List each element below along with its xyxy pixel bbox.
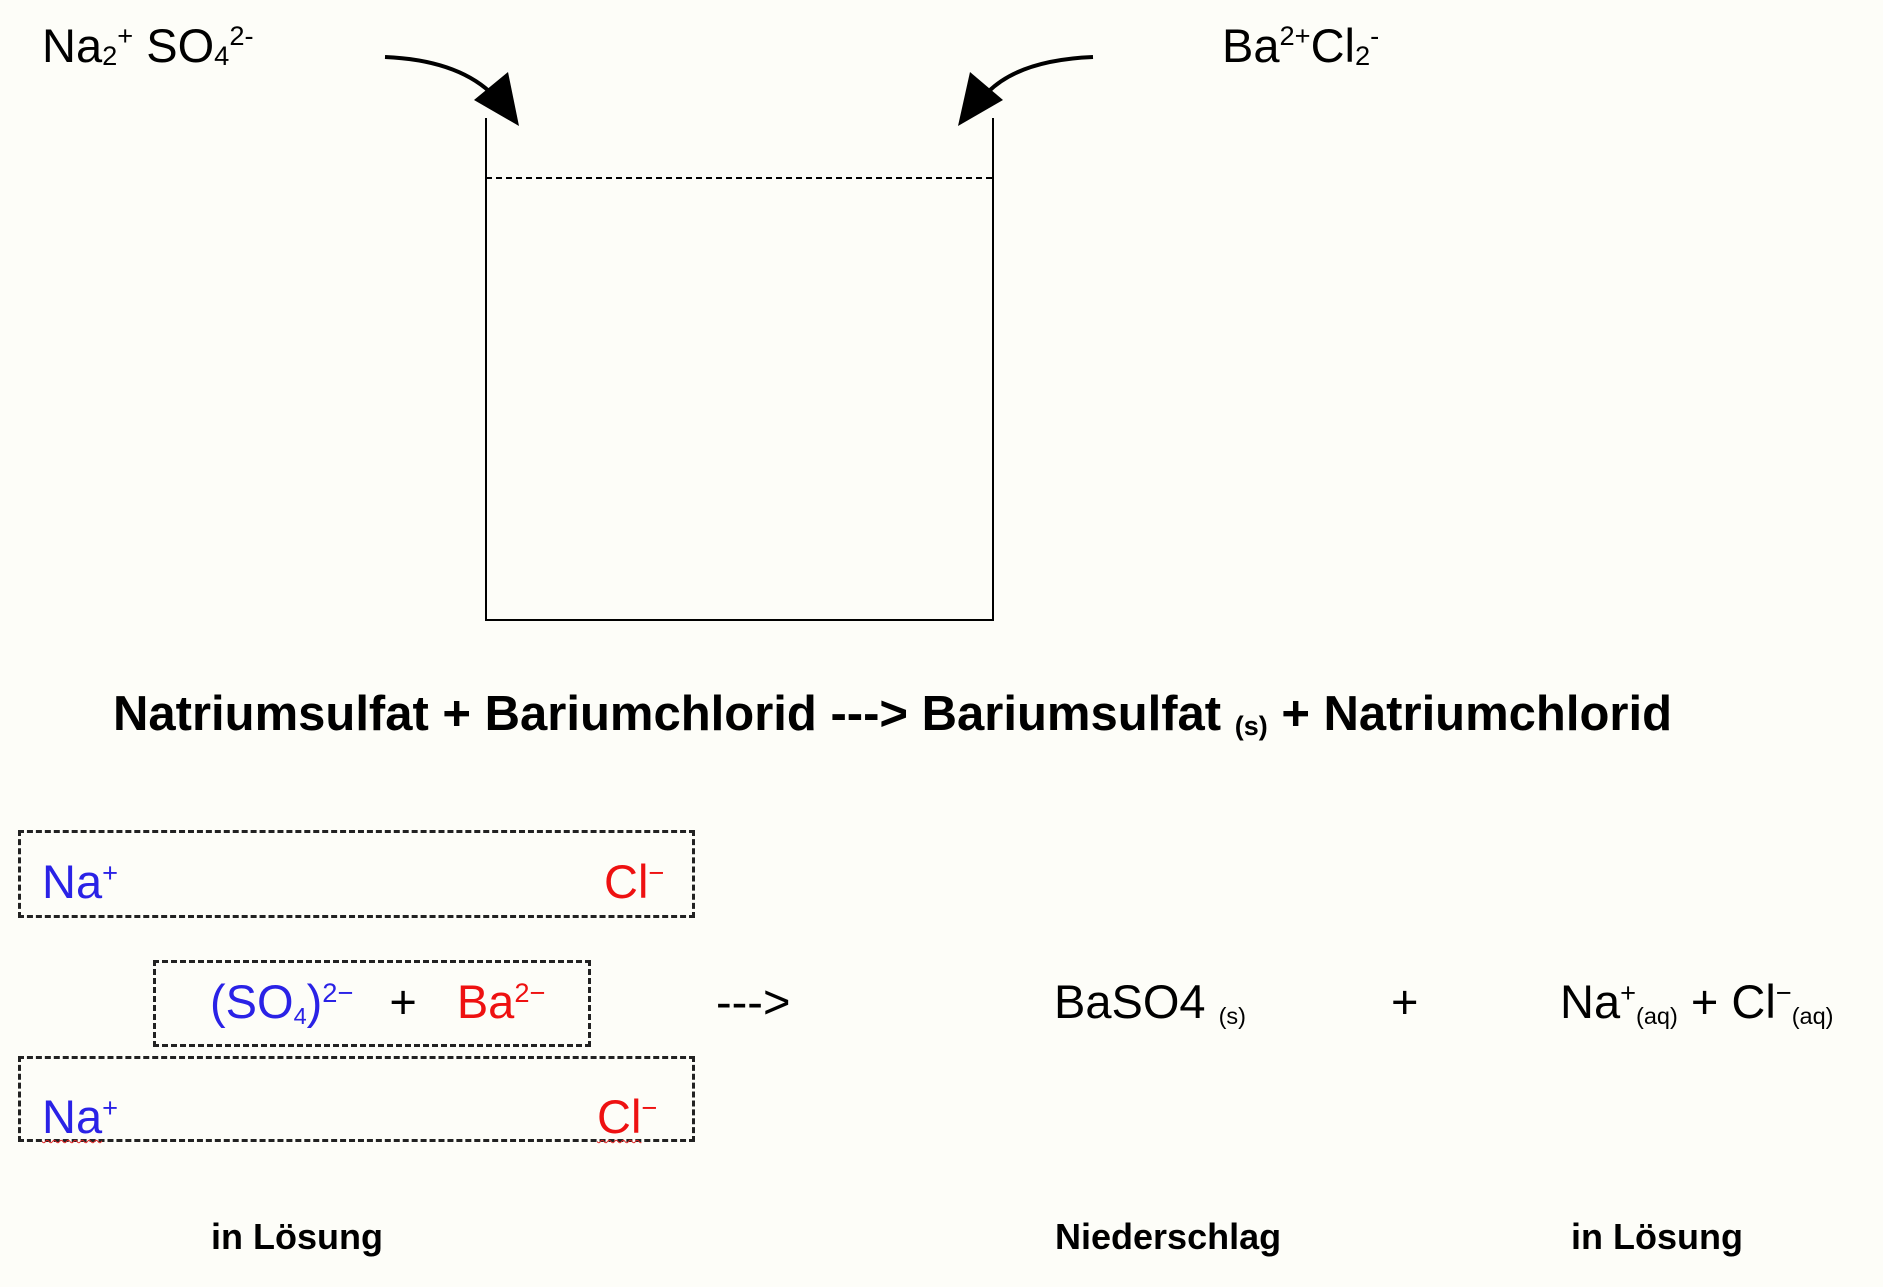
cl-subscript: 2 (1354, 40, 1371, 72)
na-subscript: 2 (102, 40, 118, 72)
barium-sulfate-precipitate: BaSO4 (s) (1054, 975, 1246, 1028)
sulfate-ion: (SO4)2− (210, 975, 353, 1028)
ba-charge: 2+ (1279, 20, 1311, 52)
so4-subscript: 4 (214, 40, 230, 72)
label-in-solution-left: in Lösung (211, 1216, 383, 1257)
ion-box-middle (153, 960, 591, 1047)
beaker (485, 118, 994, 621)
so-base: SO (146, 19, 215, 72)
left-pour-arrow (384, 55, 519, 126)
sulfate-subscript: 4 (293, 1002, 307, 1029)
sulfate-barium-row: (SO4)2−+Ba2− (210, 975, 546, 1028)
ion-box-bottom (18, 1056, 695, 1142)
barium-chloride-formula: Ba2+Cl2- (1222, 22, 1379, 69)
barium-ion: Ba2− (457, 975, 546, 1028)
sodium-symbol: Na (42, 855, 103, 908)
label-in-solution-right: in Lösung (1571, 1216, 1743, 1257)
equation-part1: Natriumsulfat + Bariumchlorid ---> Bariu… (113, 687, 1222, 741)
barium-charge: 2− (514, 976, 546, 1008)
sodium-symbol-bottom: Na (42, 1090, 103, 1143)
dissolved-products: Na+(aq) + Cl−(aq) (1560, 975, 1833, 1028)
cl-base: Cl (1310, 19, 1355, 72)
row2-plus: + (389, 975, 417, 1028)
product-sodium-charge: + (1620, 976, 1637, 1008)
product-sodium-state: (aq) (1636, 1002, 1678, 1029)
ba-base: Ba (1222, 19, 1280, 72)
chloride-charge: − (648, 856, 665, 888)
product-chloride-state: (aq) (1791, 1002, 1834, 1029)
cl-charge: - (1370, 20, 1380, 52)
products-plus: + (1391, 975, 1419, 1028)
chloride-charge-bottom: − (641, 1091, 658, 1123)
label-precipitate: Niederschlag (1055, 1216, 1282, 1257)
product-chloride: + Cl (1690, 975, 1776, 1028)
sulfate-close: ) (306, 975, 323, 1028)
right-pour-arrow (958, 55, 1094, 126)
chloride-ion-bottom: Cl− (597, 1093, 657, 1140)
sulfate-charge: 2− (322, 976, 354, 1008)
na-base: Na (42, 19, 103, 72)
word-equation: Natriumsulfat + Bariumchlorid ---> Bariu… (113, 687, 1673, 742)
sodium-sulfate-formula: Na2+ SO42- (42, 22, 254, 69)
chloride-symbol-bottom: Cl (597, 1090, 642, 1143)
equation-part2: + Natriumchlorid (1281, 687, 1673, 741)
sodium-charge-bottom: + (102, 1091, 119, 1123)
sodium-ion-top: Na+ (42, 858, 118, 905)
so4-charge: 2- (229, 20, 254, 52)
equation-state: (s) (1234, 711, 1268, 742)
chloride-symbol: Cl (604, 855, 649, 908)
barium-symbol: Ba (456, 975, 515, 1028)
ion-box-top (18, 830, 695, 918)
product-chloride-charge: − (1775, 976, 1792, 1008)
na-charge: + (117, 20, 134, 52)
sulfate-open: (SO (210, 975, 294, 1028)
reaction-arrow: ---> (716, 975, 791, 1028)
sodium-charge: + (102, 856, 119, 888)
precipitate-formula: BaSO4 (1054, 975, 1206, 1028)
product-sodium: Na (1560, 975, 1621, 1028)
precipitate-state: (s) (1218, 1002, 1247, 1029)
sodium-ion-bottom: Na+ (42, 1093, 118, 1140)
chloride-ion-top: Cl− (604, 858, 664, 905)
